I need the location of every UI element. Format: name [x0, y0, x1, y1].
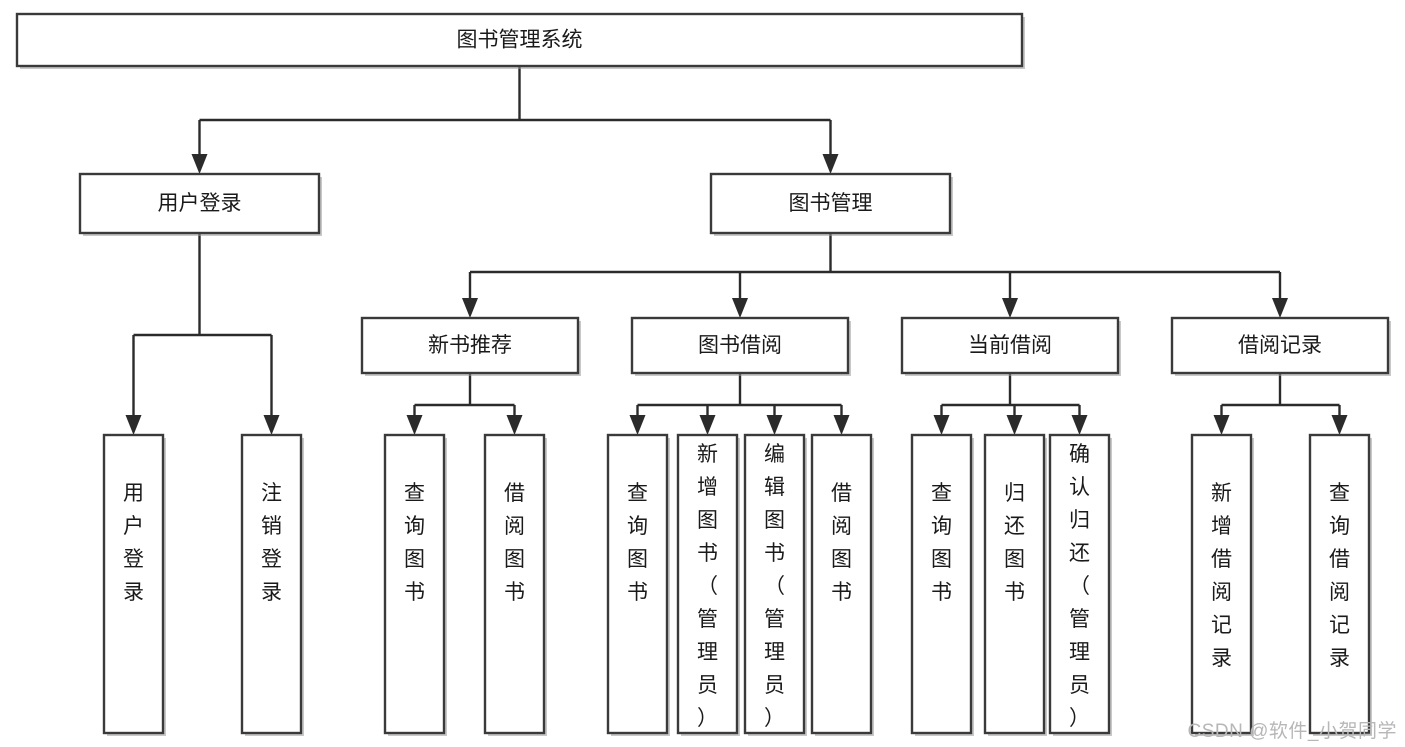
- arrow-head-icon: [125, 415, 142, 435]
- node-boxes: 图书管理系统用户登录图书管理新书推荐图书借阅当前借阅借阅记录用户登录注销登录查询…: [15, 12, 1391, 736]
- node-leaf-图书借阅-编辑图书管理员[interactable]: 编辑图书（管理员）: [743, 433, 807, 736]
- node-leaf-用户登录-注销登录[interactable]: 注销登录: [240, 433, 304, 736]
- arrow-head-icon: [1006, 415, 1023, 435]
- node-label: 借阅记录: [1238, 334, 1322, 357]
- node-leaf-借阅记录-查询借阅记录[interactable]: 查询借阅记录: [1308, 433, 1372, 736]
- arrow-head-icon: [1071, 415, 1088, 435]
- node-label: 查询借阅记录: [1329, 482, 1350, 670]
- arrow-head-icon: [263, 415, 280, 435]
- node-leaf-当前借阅-查询图书[interactable]: 查询图书: [910, 433, 974, 736]
- node-label: 新书推荐: [428, 334, 512, 357]
- node-label: 用户登录: [158, 192, 242, 215]
- node-label: 归还图书: [1004, 482, 1025, 604]
- arrow-head-icon: [1331, 415, 1348, 435]
- arrow-head-icon: [1272, 298, 1288, 318]
- arrow-head-icon: [506, 415, 523, 435]
- arrow-head-icon: [699, 415, 716, 435]
- arrow-head-icon: [833, 415, 850, 435]
- node-leaf-图书借阅-查询图书[interactable]: 查询图书: [606, 433, 670, 736]
- node-label: 查询图书: [404, 482, 425, 604]
- arrow-head-icon: [406, 415, 423, 435]
- arrow-head-icon: [732, 298, 748, 318]
- arrow-head-icon: [462, 298, 478, 318]
- node-leaf-当前借阅-确认归还管理员[interactable]: 确认归还（管理员）: [1048, 433, 1112, 736]
- node-label: 注销登录: [261, 482, 282, 604]
- arrow-head-icon: [191, 154, 208, 174]
- node-leaf-用户登录-用户登录[interactable]: 用户登录: [102, 433, 166, 736]
- node-l1-用户登录[interactable]: 用户登录: [78, 172, 322, 236]
- node-label: 新增借阅记录: [1211, 482, 1232, 670]
- arrow-head-icon: [629, 415, 646, 435]
- node-l1-图书管理[interactable]: 图书管理: [709, 172, 953, 236]
- node-label: 编辑图书（管理员）: [764, 443, 785, 730]
- connector-lines: [125, 66, 1348, 435]
- node-leaf-新书推荐-借阅图书[interactable]: 借阅图书: [483, 433, 547, 736]
- node-l2-当前借阅[interactable]: 当前借阅: [900, 316, 1121, 376]
- node-label: 图书管理系统: [457, 29, 583, 52]
- node-l2-新书推荐[interactable]: 新书推荐: [360, 316, 581, 376]
- node-label: 用户登录: [123, 482, 144, 604]
- arrow-head-icon: [1213, 415, 1230, 435]
- node-label: 图书管理: [789, 192, 873, 215]
- node-label: 图书借阅: [698, 334, 782, 357]
- node-label: 确认归还（管理员）: [1069, 443, 1090, 730]
- node-leaf-图书借阅-借阅图书[interactable]: 借阅图书: [810, 433, 874, 736]
- node-l2-借阅记录[interactable]: 借阅记录: [1170, 316, 1391, 376]
- node-leaf-借阅记录-新增借阅记录[interactable]: 新增借阅记录: [1190, 433, 1254, 736]
- node-leaf-当前借阅-归还图书[interactable]: 归还图书: [983, 433, 1047, 736]
- node-leaf-图书借阅-新增图书管理员[interactable]: 新增图书（管理员）: [676, 433, 740, 736]
- node-label: 查询图书: [931, 482, 952, 604]
- node-leaf-新书推荐-查询图书[interactable]: 查询图书: [383, 433, 447, 736]
- node-label: 借阅图书: [504, 482, 525, 604]
- arrow-head-icon: [1002, 298, 1018, 318]
- arrow-head-icon: [766, 415, 783, 435]
- node-label: 查询图书: [627, 482, 648, 604]
- csdn-watermark: CSDN @软件_小贺同学: [1187, 721, 1397, 742]
- node-label: 当前借阅: [968, 334, 1052, 357]
- node-root-图书管理系统[interactable]: 图书管理系统: [15, 12, 1025, 69]
- node-label: 新增图书（管理员）: [697, 443, 718, 730]
- arrow-head-icon: [822, 154, 839, 174]
- node-label: 借阅图书: [831, 482, 852, 604]
- arrow-head-icon: [933, 415, 950, 435]
- node-l2-图书借阅[interactable]: 图书借阅: [630, 316, 851, 376]
